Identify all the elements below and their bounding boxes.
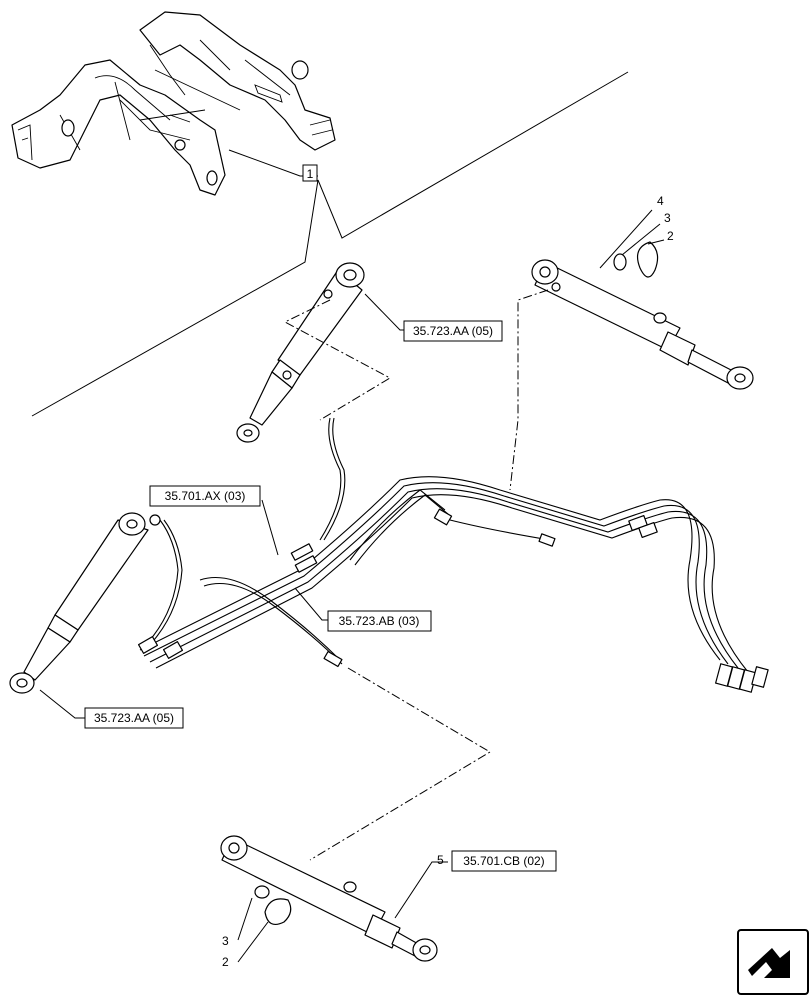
ref-top-cylinder-box[interactable]	[403, 320, 503, 342]
top-right-cylinder	[531, 259, 754, 390]
ref-top-cylinder-label[interactable]: 35.723.AA (05)	[413, 324, 493, 338]
ref-hose-bundle-label[interactable]: 35.701.AX (03)	[165, 489, 246, 503]
part-4-label: 4	[657, 194, 664, 208]
ref-left-cylinder-box[interactable]	[84, 707, 184, 729]
page-turn-arrow-icon[interactable]	[737, 929, 809, 995]
hose-bundle	[137, 417, 769, 693]
loader-frame-drawing	[11, 11, 336, 196]
ref-hose-lines-box[interactable]	[327, 610, 432, 632]
part-5-label: 5	[437, 853, 444, 867]
part-3-bottom-label: 3	[222, 934, 229, 948]
part-2-bottom-label: 2	[222, 955, 229, 969]
pin-clip-top	[613, 241, 659, 278]
ref-hose-bundle-box[interactable]	[149, 485, 261, 507]
top-center-cylinder	[236, 262, 365, 443]
bottom-cylinder	[220, 835, 438, 962]
part-3-top-label: 3	[664, 211, 671, 225]
ref-bottom-cylinder-box[interactable]	[451, 850, 557, 872]
part-2-top-label: 2	[667, 229, 674, 243]
pin-clip-bottom	[254, 885, 292, 925]
left-cylinder	[9, 512, 161, 694]
ref-bottom-cylinder-label[interactable]: 35.701.CB (02)	[463, 854, 544, 868]
ref-left-cylinder-label[interactable]: 35.723.AA (05)	[94, 711, 174, 725]
frame-callout: 1	[31, 71, 629, 417]
ref-hose-lines-label[interactable]: 35.723.AB (03)	[339, 614, 420, 628]
frame-ref-label: 1	[307, 167, 314, 181]
